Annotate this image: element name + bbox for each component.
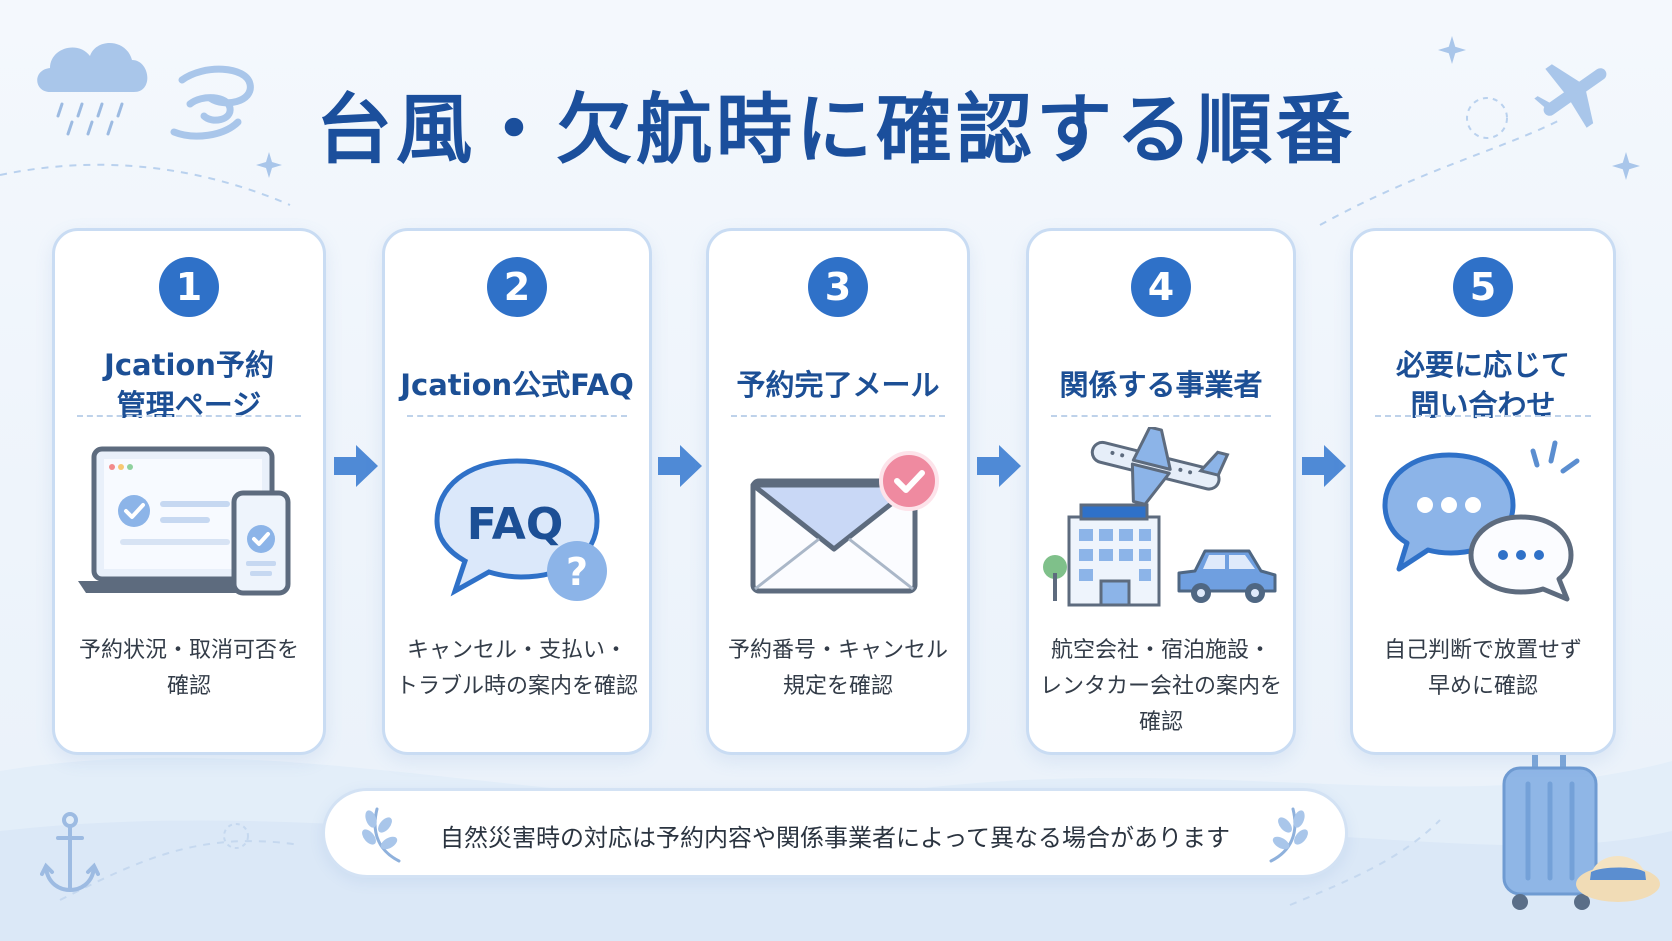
laurel-left-icon	[362, 807, 401, 863]
step-number-badge: 5	[1453, 257, 1513, 317]
step-number-badge: 3	[808, 257, 868, 317]
laptop-phone-check-icon	[78, 446, 291, 596]
faq-speech-bubble-icon: FAQ ?	[434, 458, 607, 601]
step-description-line: キャンセル・支払い・	[406, 638, 627, 663]
question-mark-icon: ?	[566, 550, 588, 594]
step-description: 航空会社・宿泊施設・ レンタカー会社の案内を 確認	[1035, 633, 1287, 741]
step-title-line: Jcation予約	[104, 348, 274, 382]
step-description-line: 確認	[1138, 710, 1183, 735]
divider	[731, 415, 945, 417]
step-title: 必要に応じて 問い合わせ	[1363, 345, 1603, 425]
footer-note-text: 自然災害時の対応は予約内容や関係事業者によって異なる場合があります	[439, 824, 1231, 852]
step-number-badge: 1	[159, 257, 219, 317]
anchor-icon	[40, 812, 100, 893]
step-description-line: 自己判断で放置せず	[1383, 638, 1582, 663]
step-description-line: 規定を確認	[782, 674, 893, 699]
faq-icon-text: FAQ	[467, 499, 563, 550]
sparkle-icon	[1612, 152, 1640, 180]
step-description-line: 確認	[166, 674, 211, 699]
step-number-badge: 2	[487, 257, 547, 317]
divider	[1375, 415, 1591, 417]
suitcase-hat-icon	[1502, 742, 1660, 910]
arrow-right-icon	[658, 445, 702, 487]
step-description-line: 航空会社・宿泊施設・	[1050, 638, 1271, 663]
step-card-2: 2 Jcation公式FAQ FAQ ? キャンセル・支払い・ トラブル時の案内…	[382, 228, 652, 755]
arrow-right-icon	[1302, 445, 1346, 487]
sparkle-icon	[256, 152, 282, 178]
step-description: 自己判断で放置せず 早めに確認	[1359, 633, 1607, 705]
footer-note-banner: 自然災害時の対応は予約内容や関係事業者によって異なる場合があります	[322, 788, 1348, 878]
step-description: 予約番号・キャンセル 規定を確認	[715, 633, 961, 705]
step-title: 予約完了メール	[719, 365, 957, 405]
airplane-hotel-car-icon	[1043, 427, 1277, 607]
step-description: 予約状況・取消可否を 確認	[61, 633, 317, 705]
step-description: キャンセル・支払い・ トラブル時の案内を確認	[391, 633, 643, 705]
sparkle-icon	[1438, 36, 1466, 64]
step-description-line: トラブル時の案内を確認	[395, 674, 638, 699]
step-card-5: 5 必要に応じて 問い合わせ 自己判断で放置せず 早めに確認	[1350, 228, 1616, 755]
step-title-line: Jcation公式FAQ	[400, 368, 634, 402]
envelope-check-icon	[750, 451, 939, 594]
arrow-right-icon	[334, 445, 378, 487]
typhoon-icon	[170, 65, 254, 140]
step-description-line: 早めに確認	[1427, 674, 1538, 699]
step-description-line: レンタカー会社の案内を	[1039, 674, 1282, 699]
step-title-line: 管理ページ	[116, 388, 262, 422]
step-card-3: 3 予約完了メール 予約番号・キャンセル 規定を確認	[706, 228, 970, 755]
page-title: 台風・欠航時に確認する順番	[316, 85, 1356, 174]
divider	[1051, 415, 1271, 417]
step-title-line: 関係する事業者	[1059, 368, 1263, 402]
divider	[407, 415, 627, 417]
step-title-line: 必要に応じて	[1395, 348, 1570, 382]
rain-cloud-icon	[37, 42, 148, 136]
step-card-4: 4 関係する事業者	[1026, 228, 1296, 755]
step-title: Jcation公式FAQ	[395, 365, 639, 405]
step-card-1: 1 Jcation予約 管理ページ 予約状況・取消可否を 確認	[52, 228, 326, 755]
divider	[77, 415, 301, 417]
step-number-badge: 4	[1131, 257, 1191, 317]
step-description-line: 予約番号・キャンセル	[727, 638, 948, 663]
step-title-line: 問い合わせ	[1410, 388, 1556, 422]
step-title-line: 予約完了メール	[736, 368, 940, 402]
step-title: Jcation予約 管理ページ	[65, 345, 313, 425]
arrow-right-icon	[977, 445, 1021, 487]
chat-bubbles-icon	[1382, 440, 1580, 602]
airplane-icon	[1534, 64, 1607, 128]
step-description-line: 予約状況・取消可否を	[78, 638, 299, 663]
laurel-right-icon	[1269, 807, 1308, 863]
step-title: 関係する事業者	[1039, 365, 1283, 405]
